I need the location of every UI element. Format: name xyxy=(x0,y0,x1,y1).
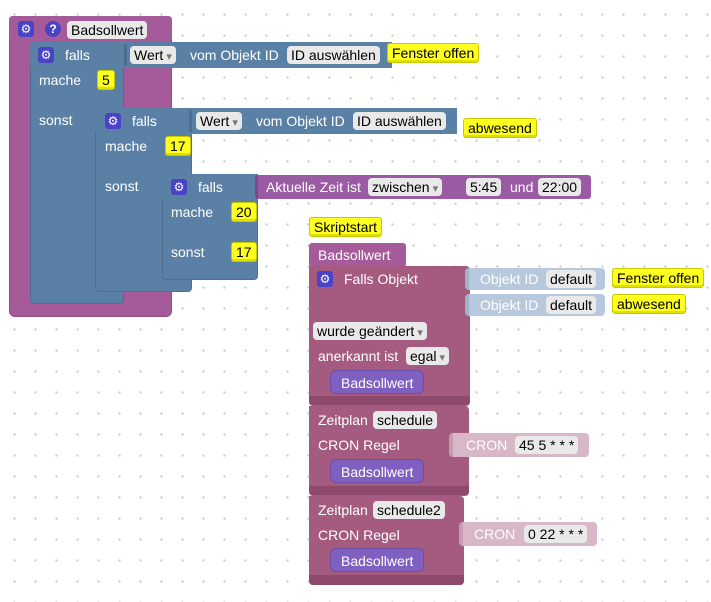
trigger-block-bottom xyxy=(309,396,470,405)
cron-value-field[interactable]: 0 22 * * * xyxy=(524,525,588,543)
cron-key-label: CRON xyxy=(474,526,516,542)
schedule-label: Zeitplan xyxy=(318,412,368,428)
do-value-block[interactable]: 5 xyxy=(97,70,115,90)
and-label: und xyxy=(510,179,534,195)
compare-text-block[interactable]: abwesend xyxy=(463,118,537,138)
do-value-block[interactable]: 20 xyxy=(231,202,257,222)
else-label: sonst xyxy=(105,178,139,194)
object-value-block[interactable]: abwesend xyxy=(612,294,686,314)
schedule-block-bottom xyxy=(309,486,469,495)
object-id-label: vom Objekt ID xyxy=(256,113,345,129)
gear-icon[interactable]: ⚙ xyxy=(18,21,34,37)
call-function-chip[interactable]: Badsollwert xyxy=(330,370,425,394)
else-label: sonst xyxy=(171,244,205,260)
select-id-button[interactable]: ID auswählen xyxy=(287,46,380,64)
event-dropdown[interactable]: wurde geändert xyxy=(313,322,427,340)
if-label: falls xyxy=(65,47,90,63)
object-value-block[interactable]: Fenster offen xyxy=(612,268,705,288)
do-label: mache xyxy=(171,204,214,220)
if-label: falls xyxy=(198,179,223,195)
script-start-block[interactable]: Skriptstart xyxy=(309,217,383,237)
else-label: sonst xyxy=(39,112,73,128)
do-value-block[interactable]: 17 xyxy=(165,136,191,156)
help-icon[interactable]: ? xyxy=(45,21,61,37)
object-id-label: Objekt ID xyxy=(480,271,539,287)
cron-rule-label: CRON Regel xyxy=(318,527,400,543)
call-function-chip[interactable]: Badsollwert xyxy=(330,459,425,483)
schedule-block-bottom xyxy=(309,575,464,585)
cron-rule-label: CRON Regel xyxy=(318,437,400,453)
value-dropdown[interactable]: Wert xyxy=(130,46,176,64)
if-label: falls xyxy=(132,113,157,129)
cron-key-label: CRON xyxy=(466,437,508,453)
object-id-label: vom Objekt ID xyxy=(190,47,279,63)
value-dropdown[interactable]: Wert xyxy=(196,112,242,130)
do-label: mache xyxy=(39,72,82,88)
schedule-name-field[interactable]: schedule2 xyxy=(373,501,445,519)
time-mode-dropdown[interactable]: zwischen xyxy=(368,178,443,196)
if-object-label: Falls Objekt xyxy=(344,271,418,287)
gear-icon[interactable]: ⚙ xyxy=(105,113,121,129)
else-value-block[interactable]: 17 xyxy=(231,242,257,262)
ack-dropdown[interactable]: egal xyxy=(406,347,450,365)
time-label: Aktuelle Zeit ist xyxy=(266,179,361,195)
cron-value-field[interactable]: 45 5 * * * xyxy=(515,436,579,454)
function-name-field[interactable]: Badsollwert xyxy=(67,21,148,39)
call-function-chip[interactable]: Badsollwert xyxy=(330,548,425,572)
gear-icon[interactable]: ⚙ xyxy=(38,47,54,63)
object-id-label: Objekt ID xyxy=(480,297,539,313)
schedule-name-field[interactable]: schedule xyxy=(373,411,438,429)
gear-icon[interactable]: ⚙ xyxy=(317,271,333,287)
do-label: mache xyxy=(105,138,148,154)
ack-label: anerkannt ist xyxy=(318,348,399,364)
select-id-button[interactable]: ID auswählen xyxy=(353,112,446,130)
time-from-field[interactable]: 5:45 xyxy=(466,178,502,196)
call-function-label: Badsollwert xyxy=(318,247,391,263)
default-field[interactable]: default xyxy=(546,296,597,314)
time-to-field[interactable]: 22:00 xyxy=(538,178,582,196)
default-field[interactable]: default xyxy=(546,270,597,288)
compare-text-block[interactable]: Fenster offen xyxy=(387,43,480,63)
call-function-block[interactable] xyxy=(309,243,406,267)
schedule-label: Zeitplan xyxy=(318,502,368,518)
gear-icon[interactable]: ⚙ xyxy=(171,179,187,195)
